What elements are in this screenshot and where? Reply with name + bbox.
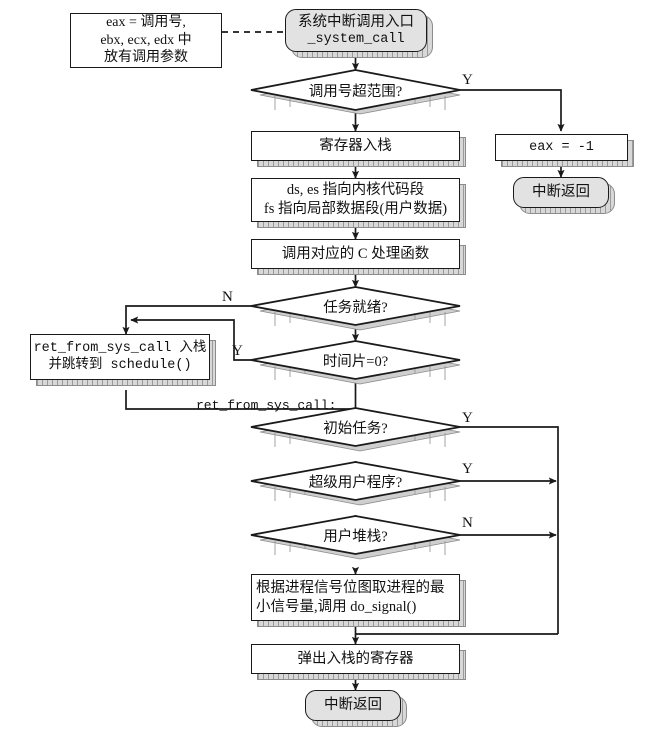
process-call-c-handler[interactable]: 调用对应的 C 处理函数: [251, 239, 460, 269]
note-params-line2: ebx, ecx, edx 中: [100, 32, 192, 48]
decision-task-ready[interactable]: 任务就绪?: [251, 287, 460, 325]
process-schedule-line1: ret_from_sys_call 入栈: [33, 340, 207, 356]
terminal-interrupt-return-error-label: 中断返回: [532, 184, 590, 201]
process-eax-error[interactable]: eax = -1: [495, 134, 628, 161]
branch-label-range-yes: Y: [462, 72, 473, 88]
terminal-system-call-entry[interactable]: 系统中断调用入口 _system_call: [285, 9, 427, 52]
entry-line1: 系统中断调用入口: [298, 13, 414, 30]
terminal-interrupt-return-error[interactable]: 中断返回: [513, 177, 609, 208]
process-set-segments[interactable]: ds, es 指向内核代码段 fs 指向局部数据段(用户数据): [251, 178, 460, 222]
note-params-line3: 放有调用参数: [104, 50, 188, 66]
decision-timeslice-zero[interactable]: 时间片=0?: [251, 341, 460, 379]
decision-call-number-range[interactable]: 调用号超范围?: [251, 70, 460, 110]
process-set-segments-line2: fs 指向局部数据段(用户数据): [263, 201, 448, 217]
entry-line2: _system_call: [307, 32, 405, 48]
decision-superuser-program-label: 超级用户程序?: [308, 474, 403, 491]
process-do-signal[interactable]: 根据进程信号位图取进程的最 小信号量,调用 do_signal(): [251, 574, 460, 621]
decision-task-ready-label: 任务就绪?: [323, 299, 388, 316]
process-do-signal-line2: 小信号量,调用 do_signal(): [256, 598, 417, 615]
decision-timeslice-zero-label: 时间片=0?: [322, 353, 389, 370]
process-schedule[interactable]: ret_from_sys_call 入栈 并跳转到 schedule(): [30, 334, 210, 380]
branch-label-userstack-no: N: [462, 515, 473, 531]
note-params-line1: eax = 调用号,: [106, 14, 186, 30]
label-ret-from-sys-call: ret_from_sys_call:: [196, 398, 337, 413]
branch-label-init-yes: Y: [462, 410, 473, 426]
process-pop-registers-label: 弹出入栈的寄存器: [297, 650, 414, 667]
branch-label-superuser-yes: Y: [462, 461, 473, 477]
decision-call-number-range-label: 调用号超范围?: [308, 83, 403, 100]
decision-superuser-program[interactable]: 超级用户程序?: [251, 462, 460, 500]
process-push-registers-label: 寄存器入栈: [319, 137, 392, 154]
process-set-segments-line1: ds, es 指向内核代码段: [286, 182, 425, 199]
note-params: eax = 调用号, ebx, ecx, edx 中 放有调用参数: [70, 13, 222, 68]
decision-init-task-label: 初始任务?: [323, 420, 388, 437]
process-schedule-line2: 并跳转到 schedule(): [48, 358, 192, 373]
process-pop-registers[interactable]: 弹出入栈的寄存器: [251, 644, 460, 674]
decision-init-task[interactable]: 初始任务?: [251, 408, 460, 446]
terminal-interrupt-return-end-label: 中断返回: [324, 697, 382, 714]
process-do-signal-line1: 根据进程信号位图取进程的最: [256, 579, 445, 596]
branch-label-ready-no: N: [222, 289, 233, 305]
process-push-registers[interactable]: 寄存器入栈: [251, 131, 460, 161]
decision-user-stack[interactable]: 用户堆栈?: [251, 516, 460, 554]
process-call-c-handler-label: 调用对应的 C 处理函数: [281, 245, 430, 262]
decision-user-stack-label: 用户堆栈?: [323, 528, 388, 545]
terminal-interrupt-return-end[interactable]: 中断返回: [305, 690, 401, 721]
branch-label-slice-yes: Y: [232, 343, 243, 359]
process-eax-error-label: eax = -1: [529, 139, 594, 155]
